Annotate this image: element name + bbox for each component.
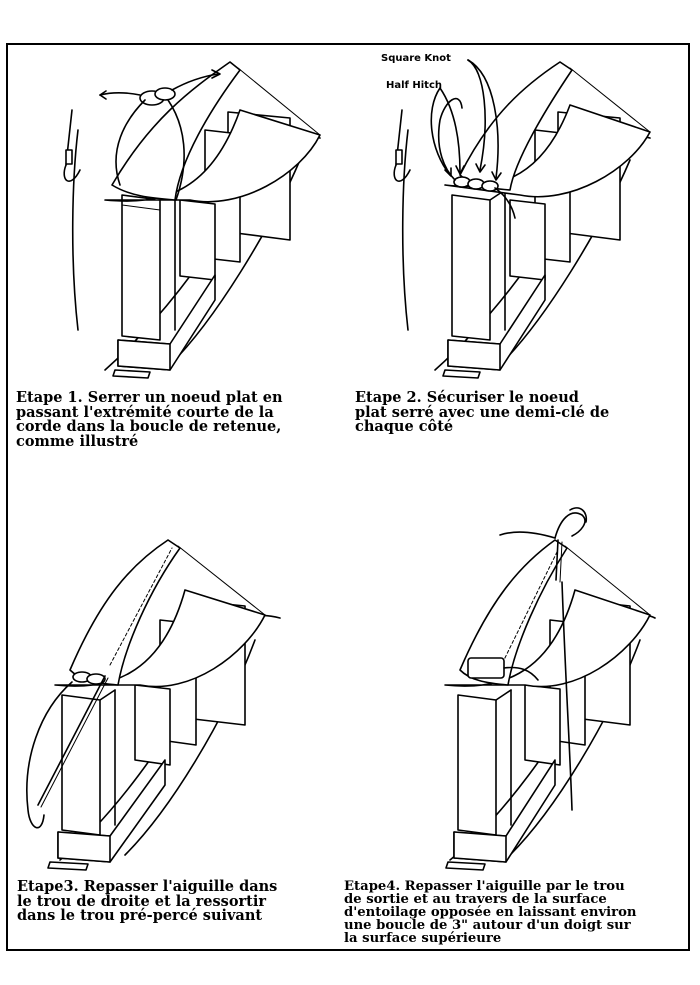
step-2-caption: Etape 2. Sécuriser le noeud plat serré a… bbox=[355, 389, 610, 435]
square-knot-tying-icon bbox=[63, 61, 321, 379]
step-4-caption: Etape4. Repasser l'aiguille par le trou … bbox=[344, 879, 637, 946]
step-2-panel: Square Knot Half Hitch Etape 2. Sécurise… bbox=[350, 0, 700, 470]
step-1-caption: Etape 1. Serrer un noeud plat en passant… bbox=[16, 389, 283, 450]
page-frame bbox=[6, 43, 690, 951]
needle-loop-finger-icon bbox=[444, 507, 656, 871]
step-3-caption: Etape3. Repasser l'aiguille dans le trou… bbox=[17, 878, 278, 924]
half-hitch-secured-knot-icon bbox=[393, 59, 651, 379]
step-4-panel: Etape4. Repasser l'aiguille par le trou … bbox=[344, 470, 700, 950]
half-hitch-label: Half Hitch bbox=[386, 80, 443, 91]
needle-rethread-icon bbox=[26, 539, 281, 871]
square-knot-label: Square Knot bbox=[381, 53, 451, 64]
step-3-panel: Etape3. Repasser l'aiguille dans le trou… bbox=[0, 470, 350, 950]
step-1-panel: Etape 1. Serrer un noeud plat en passant… bbox=[0, 0, 350, 470]
